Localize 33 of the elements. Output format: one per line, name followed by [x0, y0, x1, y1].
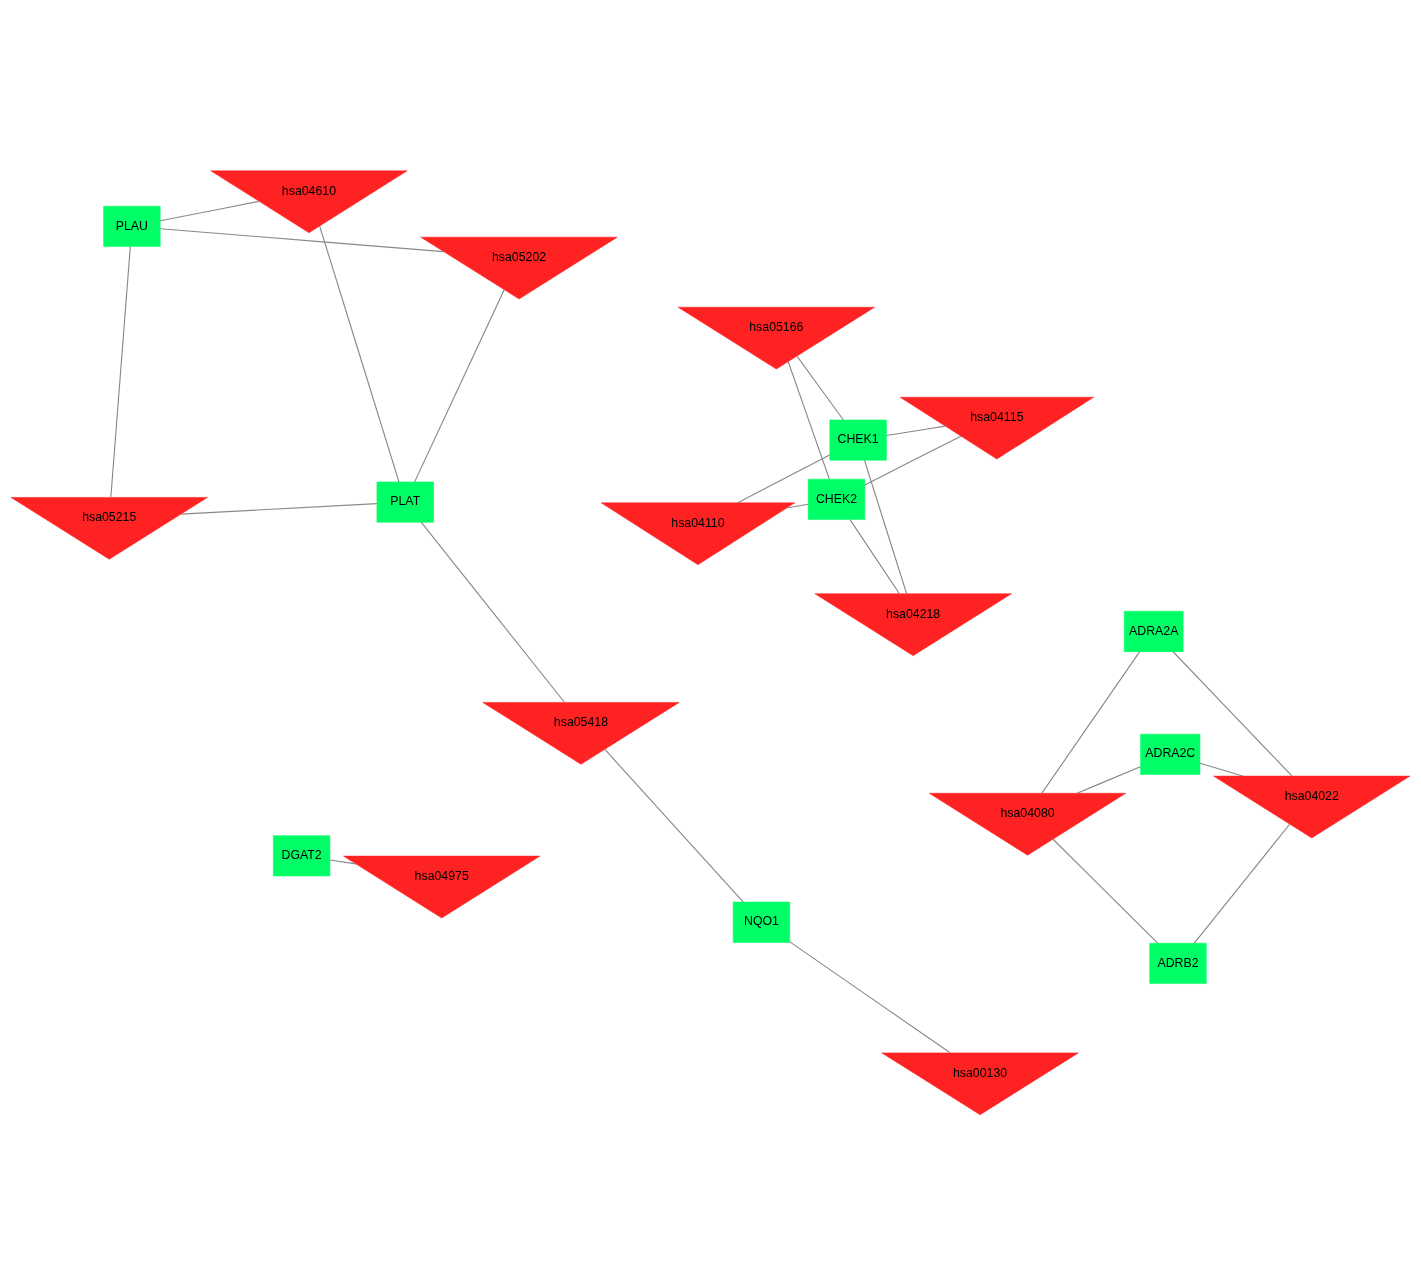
connector [319, 225, 400, 483]
node-box: CHEK1 [829, 419, 887, 461]
connector [414, 289, 505, 483]
node-box: ADRA2A [1124, 611, 1184, 652]
node-box: CHEK2 [807, 478, 866, 520]
connector [1172, 651, 1293, 777]
connector [789, 941, 951, 1054]
connector [737, 454, 831, 504]
connector [849, 519, 900, 595]
connector [1052, 838, 1159, 944]
connector [1041, 651, 1141, 794]
node-box: DGAT2 [273, 835, 331, 877]
connector [604, 748, 744, 903]
connector [110, 246, 131, 498]
connector [787, 361, 830, 480]
connector [786, 503, 809, 509]
connector [885, 425, 946, 437]
connector [329, 859, 357, 865]
node-box: ADRA2C [1140, 733, 1201, 775]
node-box: ADRB2 [1149, 942, 1207, 984]
connector [159, 228, 445, 253]
connector [1193, 823, 1291, 944]
connector [1076, 766, 1141, 794]
connector [796, 355, 844, 421]
connector [420, 521, 565, 703]
connector [864, 459, 908, 595]
connector [864, 435, 962, 486]
connector [1199, 762, 1244, 777]
node-box: NQO1 [732, 901, 791, 943]
node-box: PLAU [103, 205, 161, 247]
node-box: PLAT [376, 481, 434, 523]
connector [159, 200, 260, 222]
connector [180, 503, 378, 515]
